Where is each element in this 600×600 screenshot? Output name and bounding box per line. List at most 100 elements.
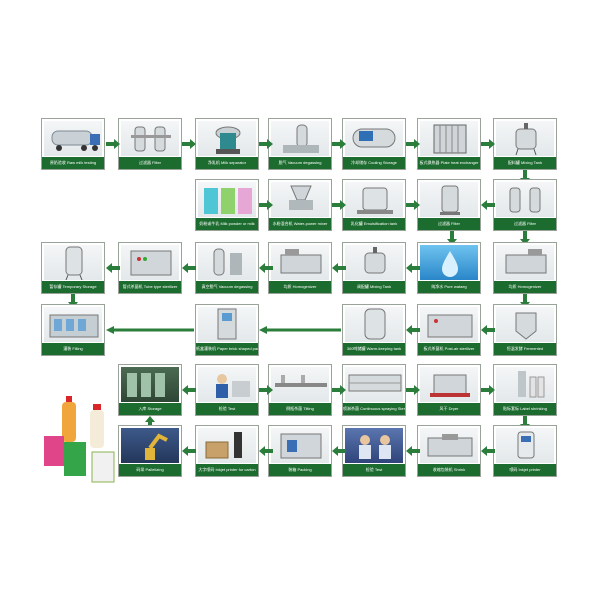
flow-arrow-left (259, 446, 273, 456)
flow-arrow-left (481, 446, 495, 456)
step-emulsification-tank: 乳化罐 Emulsification tank (342, 179, 406, 231)
step-caption: 暂存罐 Temporary Storage (42, 281, 104, 293)
filling-machine-icon (44, 307, 102, 342)
milk-powder-cans-icon (198, 182, 256, 217)
step-caption: 纸盒灌装机 Paper brick shaped packing machine (196, 343, 258, 355)
step-caption: 大字喷码 Inkjet printer for carton (196, 464, 258, 476)
inkjet-printer-icon (496, 428, 554, 463)
step-caption: 原奶验收 Raw milk testing (42, 157, 104, 169)
step-caption: 配料罐 Mixing Tank (494, 157, 556, 169)
step-raw-milk-testing: 原奶验收 Raw milk testing (41, 118, 105, 170)
flow-arrow-right (332, 385, 346, 395)
lab-worker-icon (198, 367, 256, 402)
step-caption: 管式杀菌机 Tube type sterilizer (119, 281, 181, 293)
carton-printer-icon (198, 428, 256, 463)
step-caption: 净乳机 Milk separator (196, 157, 258, 169)
separator-icon (198, 121, 256, 156)
step-caption: 板式换热器 Plate heat exchanger (418, 157, 480, 169)
emulsification-tank-icon (345, 182, 403, 217)
step-caption: 过滤器 Filter (119, 157, 181, 169)
step-filter-3: 过滤器 Filter (493, 179, 557, 231)
step-caption: 奶粉或牛乳 Milk powder or milk (196, 218, 258, 230)
conveyor-icon (271, 367, 329, 402)
flow-arrow-left (106, 263, 120, 273)
spray-tunnel-icon (345, 367, 403, 402)
step-caption: 真空脱气 Vacuum degassing (196, 281, 258, 293)
step-caption: 乳化罐 Emulsification tank (343, 218, 405, 230)
step-caption: 装箱 Packing (269, 464, 331, 476)
step-homogenizer-2: 均质 Homogenizer (493, 242, 557, 294)
warehouse-icon (121, 367, 179, 402)
warm-tank-icon (345, 307, 403, 342)
labeler-icon (496, 367, 554, 402)
flow-arrow-right (406, 385, 420, 395)
flow-arrow-left (481, 200, 495, 210)
flow-arrow-left (182, 385, 196, 395)
step-mixing-tank-2: 调配罐 Mixing Tank (342, 242, 406, 294)
flow-arrow-left (259, 263, 273, 273)
step-paper-brick-packing: 纸盒灌装机 Paper brick shaped packing machine (195, 304, 259, 356)
step-warm-keeping-tank: 300吨储罐 Warm-keeping tank (342, 304, 406, 356)
flow-arrow-left (481, 325, 495, 335)
step-mixing-tank-1: 配料罐 Mixing Tank (493, 118, 557, 170)
shrink-wrapper-icon (420, 428, 478, 463)
inspection-icon (345, 428, 403, 463)
filter-icon (420, 182, 478, 217)
plate-exchanger-icon (420, 121, 478, 156)
bottle-cap (93, 404, 101, 410)
flow-arrow-left-long (259, 326, 341, 334)
step-caption: 检验 Test (343, 464, 405, 476)
water-icon (420, 245, 478, 280)
filter-icon (121, 121, 179, 156)
flow-arrow-left (406, 325, 420, 335)
step-label-shrinking: 贴标套标 Label shrinking (493, 364, 557, 416)
flow-arrow-up (145, 416, 155, 430)
carton-white (91, 451, 115, 483)
step-homogenizer-1: 均质 Homogenizer (268, 242, 332, 294)
step-filter-2: 过滤器 Filter (417, 179, 481, 231)
step-caption: 纯净水 Pure wataeg (418, 281, 480, 293)
filter-icon (496, 182, 554, 217)
step-caption: 300吨储罐 Warm-keeping tank (343, 343, 405, 355)
dryer-icon (420, 367, 478, 402)
step-plate-heat-exchanger: 板式换热器 Plate heat exchanger (417, 118, 481, 170)
step-caption: 脱气 Vacuum degassing (269, 157, 331, 169)
step-caption: 调配罐 Mixing Tank (343, 281, 405, 293)
flow-arrow-right (106, 139, 120, 149)
packing-machine-icon (198, 307, 256, 342)
homogenizer-icon (496, 245, 554, 280)
step-milk-powder: 奶粉或牛乳 Milk powder or milk (195, 179, 259, 231)
step-spraying-sterilizer: 喷淋杀菌 Continuous spraying Sterilizer (342, 364, 406, 416)
bottle-cap (66, 396, 72, 402)
flow-arrow-down (520, 231, 530, 245)
step-dryer: 风干 Dryer (417, 364, 481, 416)
final-products-image (38, 392, 118, 492)
step-filling: 灌装 Filling (41, 304, 105, 356)
step-caption: 贴标套标 Label shrinking (494, 403, 556, 415)
flow-arrow-left (182, 263, 196, 273)
milk-tanker-icon (44, 121, 102, 156)
step-caption: 过滤器 Filter (418, 218, 480, 230)
cooling-tank-icon (345, 121, 403, 156)
step-caption: 均质 Homogenizer (494, 281, 556, 293)
storage-tank-icon (44, 245, 102, 280)
step-test-1: 检验 Test (195, 364, 259, 416)
flow-arrow-left (332, 263, 346, 273)
flow-arrow-right (332, 200, 346, 210)
mixing-tank-icon (496, 121, 554, 156)
step-temporary-storage: 暂存罐 Temporary Storage (41, 242, 105, 294)
flow-arrow-right (406, 200, 420, 210)
step-palletizing: 码垛 Palletizing (118, 425, 182, 477)
carton-pink (44, 436, 64, 466)
step-shrink: 收缩包装机 Shrink (417, 425, 481, 477)
step-caption: 喷淋杀菌 Continuous spraying Sterilizer (343, 403, 405, 415)
bottle-white (90, 410, 104, 448)
robot-arm-icon (121, 428, 179, 463)
packing-station-icon (271, 428, 329, 463)
step-caption: 入库 Storage (119, 403, 181, 415)
step-caption: 风干 Dryer (418, 403, 480, 415)
step-caption: 板式杀菌机 Post-air sterilizer (418, 343, 480, 355)
step-caption: 检验 Test (196, 403, 258, 415)
step-caption: 收缩包装机 Shrink (418, 464, 480, 476)
flow-arrow-right (332, 139, 346, 149)
